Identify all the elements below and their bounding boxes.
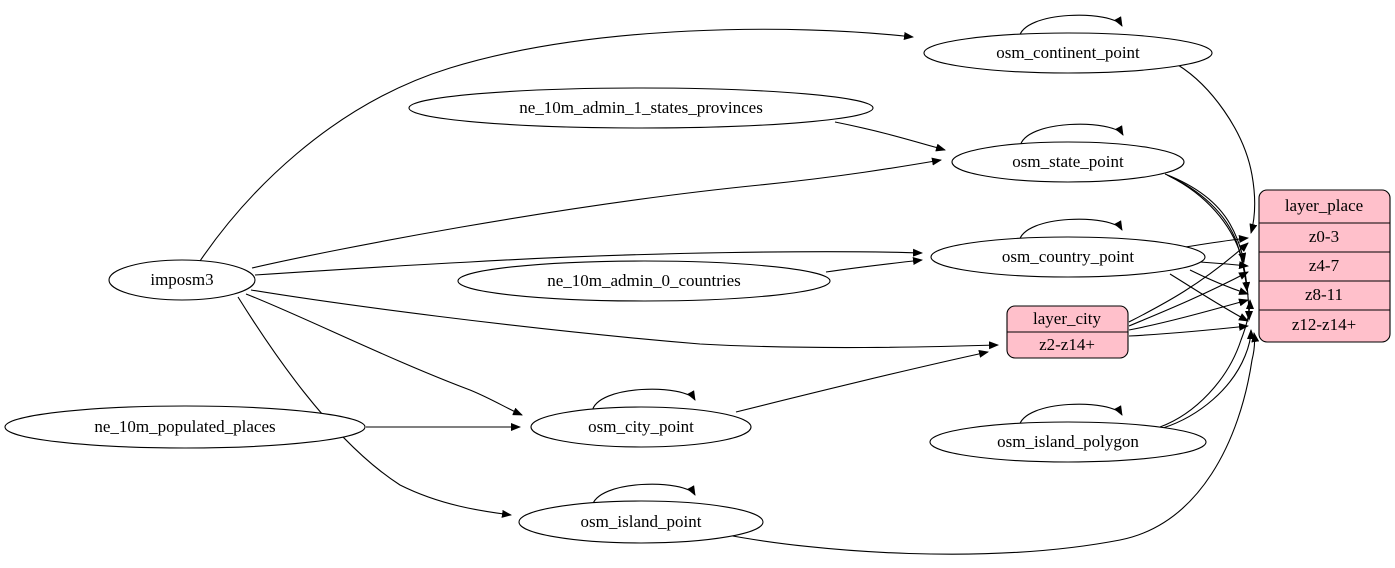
node-osm_continent_point[interactable]: osm_continent_point xyxy=(923,32,1213,74)
node-osm_island_polygon[interactable]: osm_island_polygon xyxy=(929,421,1207,463)
edge-osm_continent_point-layer_place-z0-3 xyxy=(1177,64,1258,234)
node-ne_10m_populated_places[interactable]: ne_10m_populated_places xyxy=(4,405,366,449)
edge-layer_city-layer_place-z12-z14 xyxy=(1128,322,1249,337)
node-osm_continent_point-label: osm_continent_point xyxy=(996,43,1140,62)
edge-osm_country_point-layer_place-z0-3 xyxy=(1184,235,1249,248)
edge-osm_island_polygon-layer_place-z12-z14 xyxy=(1162,329,1255,429)
node-osm_city_point-label: osm_city_point xyxy=(588,417,694,436)
layer_place-row-z0-3[interactable]: z0-3 xyxy=(1309,227,1339,246)
node-ne_states-label: ne_10m_admin_1_states_provinces xyxy=(519,98,763,117)
edge-self-osm_continent_point xyxy=(1018,14,1123,39)
edge-layer_city-layer_place-z8-11 xyxy=(1128,298,1249,331)
layer_place-row-z12-z14[interactable]: z12-z14+ xyxy=(1292,315,1356,334)
layer_place-title: layer_place xyxy=(1285,196,1363,215)
edge-ne_countries-osm_country_point xyxy=(825,257,923,273)
edge-osm_country_point-layer_place-z4-7 xyxy=(1199,261,1249,270)
edge-ne_states-osm_state_point xyxy=(834,121,946,152)
edge-osm_country_point-layer_place-z8-11 xyxy=(1189,269,1249,295)
node-ne_10m_admin_0_countries[interactable]: ne_10m_admin_0_countries xyxy=(457,260,831,302)
edge-layer xyxy=(199,14,1260,555)
node-osm_state_point[interactable]: osm_state_point xyxy=(951,141,1185,183)
edge-imposm3-osm_country_point xyxy=(254,248,923,276)
node-osm_island_point[interactable]: osm_island_point xyxy=(518,500,764,544)
layer_place-row-z4-7[interactable]: z4-7 xyxy=(1309,256,1340,275)
record-node-layer: layer_city z2-z14+ layer_place z0-3 z4-7… xyxy=(1006,189,1391,359)
edge-self-osm_city_point xyxy=(591,388,696,413)
node-layer_place[interactable]: layer_place z0-3 z4-7 z8-11 z12-z14+ xyxy=(1258,189,1391,343)
edge-self-osm_state_point xyxy=(1019,123,1124,148)
node-ne_countries-label: ne_10m_admin_0_countries xyxy=(547,271,741,290)
node-osm_island_point-label: osm_island_point xyxy=(581,512,702,531)
node-imposm3[interactable]: imposm3 xyxy=(108,259,256,301)
node-osm_country_point-label: osm_country_point xyxy=(1002,247,1134,266)
node-osm_country_point[interactable]: osm_country_point xyxy=(930,236,1206,278)
node-layer_city[interactable]: layer_city z2-z14+ xyxy=(1006,305,1129,359)
node-ne_10m_admin_1_states_provinces[interactable]: ne_10m_admin_1_states_provinces xyxy=(408,87,874,129)
edge-self-osm_island_point xyxy=(591,483,696,508)
layer_city-title: layer_city xyxy=(1033,309,1101,328)
node-osm_island_polygon-label: osm_island_polygon xyxy=(997,432,1139,451)
node-osm_state_point-label: osm_state_point xyxy=(1012,152,1124,171)
edge-osm_island_point-layer_place-z12-z14 xyxy=(721,332,1260,555)
edge-imposm3-layer_city xyxy=(250,289,999,350)
edge-imposm3-osm_island_point xyxy=(237,296,512,518)
edge-osm_island_polygon-layer_place-z8-11 xyxy=(1159,299,1254,428)
edge-layer_city-layer_place-z0-3 xyxy=(1128,242,1249,323)
node-imposm3-label: imposm3 xyxy=(150,270,213,289)
edge-osm_country_point-layer_place-z12-z14 xyxy=(1169,273,1249,322)
edge-self-osm_island_polygon xyxy=(1018,403,1123,428)
edge-imposm3-osm_continent_point xyxy=(199,28,914,262)
node-layer: imposm3 ne_10m_admin_1_states_provinces … xyxy=(4,32,1213,544)
layer_city-row-z2-z14[interactable]: z2-z14+ xyxy=(1039,335,1095,354)
edge-self-osm_country_point xyxy=(1018,218,1123,243)
edge-imposm3-osm_city_point xyxy=(245,293,523,416)
node-ne_populated-label: ne_10m_populated_places xyxy=(94,417,275,436)
edge-osm_city_point-layer_city xyxy=(735,349,989,413)
edge-imposm3-osm_state_point xyxy=(251,157,942,269)
edge-layer_city-layer_place-z4-7 xyxy=(1128,271,1249,327)
layer_place-row-z8-11[interactable]: z8-11 xyxy=(1305,285,1343,304)
node-osm_city_point[interactable]: osm_city_point xyxy=(530,406,752,448)
